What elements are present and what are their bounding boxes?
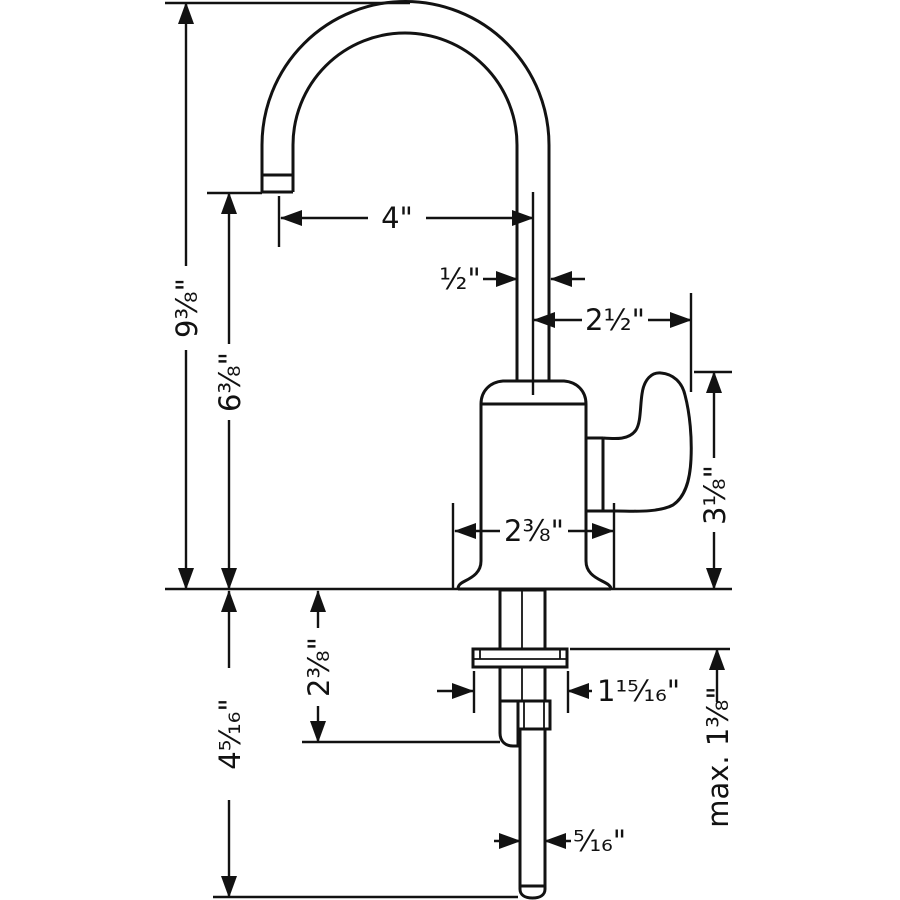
- hex-nut: [516, 699, 552, 731]
- body-right-side-flare: [584, 404, 613, 590]
- dim-label-spout-reach: 4": [381, 201, 413, 235]
- dimensions: 9⅜" 6⅜" 4" ½" 2½" 3⅛: [165, 1, 735, 899]
- dimension-spout-reach: 4": [280, 201, 534, 235]
- label-mask: [500, 515, 568, 547]
- faucet-outline: [260, 0, 693, 900]
- dimension-body-width: 2⅜": [454, 514, 614, 548]
- dim-label-handle-height: 3⅛": [698, 465, 732, 525]
- label-mask: [300, 628, 334, 706]
- dim-label-max-counter-thickness: max. 1⅜": [701, 686, 735, 828]
- dimension-outlet-height: 6⅜": [211, 192, 247, 590]
- handle-lever: [602, 371, 693, 513]
- dim-label-handle-offset: 2½": [585, 303, 645, 337]
- supply-hose-tip: [518, 884, 547, 900]
- dim-label-below-counter-height: 4⁵⁄₁₆": [213, 698, 247, 770]
- mounting-flange: [471, 647, 569, 669]
- dim-label-shank-clearance: 1¹⁵⁄₁₆": [597, 674, 680, 708]
- dimension-handle-offset: 2½": [533, 303, 692, 337]
- dimension-below-counter-height: 4⁵⁄₁₆": [211, 590, 247, 898]
- label-mask: [368, 202, 426, 234]
- dimension-handle-height: 3⅛": [696, 371, 732, 590]
- dimension-spout-height: 9⅜": [168, 2, 204, 590]
- mounting-flange-line: [473, 649, 567, 660]
- dim-label-body-width: 2⅜": [504, 514, 564, 548]
- shank-bottom-remnant: [498, 699, 520, 748]
- label-mask: [168, 266, 202, 350]
- dim-label-spout-height: 9⅜": [170, 278, 204, 338]
- label-mask: [211, 668, 247, 800]
- dimension-max-counter-thickness: max. 1⅜": [701, 648, 735, 828]
- dim-label-outlet-height: 6⅜": [213, 352, 247, 412]
- dimension-shank-clearance: 1¹⁵⁄₁₆": [437, 674, 680, 708]
- spout-outer-curve: [260, 0, 551, 381]
- dimension-shank-length: 2⅜": [300, 590, 336, 743]
- hex-nut-flats: [523, 701, 545, 729]
- label-mask: [696, 458, 730, 532]
- dim-label-pipe-diameter: ½": [439, 262, 480, 296]
- dim-label-hose-diameter: ⁵⁄₁₆": [573, 824, 626, 858]
- body-left-side-flare: [456, 404, 483, 590]
- supply-hose: [518, 727, 547, 888]
- spout-inner-curve: [291, 31, 519, 381]
- dim-label-shank-length: 2⅜": [302, 637, 336, 697]
- dimension-pipe-diameter: ½": [439, 262, 585, 296]
- label-mask: [582, 304, 648, 336]
- dimension-hose-diameter: ⁵⁄₁₆": [494, 824, 626, 858]
- label-mask: [211, 344, 245, 420]
